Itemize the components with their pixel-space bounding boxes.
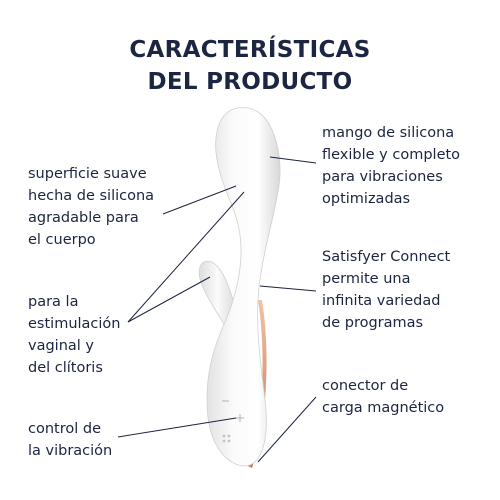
control-buttons [222,400,244,443]
feature-surface-line-4: el cuerpo [28,232,96,248]
feature-handle-line-4: optimizadas [322,191,411,207]
feature-surface-line-1: superficie suave [28,166,147,182]
feature-handle-line-2: flexible y completo [322,147,461,163]
callout-line-stimulation-1 [127,191,245,323]
callout-line-control [117,417,237,438]
feature-stimulation-line-2: estimulación [28,316,121,332]
feature-surface-line-2: hecha de silicona [28,188,155,204]
feature-charger-label: conector de carga magnético [322,375,444,419]
feature-surface-line-3: agradable para [28,210,139,226]
feature-connect-label: Satisfyer Connect permite una infinita v… [322,246,450,334]
feature-control-label: control de la vibración [28,418,112,462]
feature-charger-line-1: conector de [322,378,409,394]
callout-line-connect [259,285,317,292]
feature-surface-label: superficie suave hecha de silicona agrad… [28,163,154,251]
feature-control-line-2: la vibración [28,443,113,459]
feature-stimulation-line-4: del clítoris [28,360,103,376]
feature-charger-line-2: carga magnético [322,400,445,416]
feature-connect-line-3: infinita variedad [322,293,441,309]
callout-line-stimulation-2 [127,276,211,323]
feature-handle-line-1: mango de silicona [322,125,455,141]
feature-handle-line-3: para vibraciones [322,169,443,185]
feature-stimulation-line-3: vaginal y [28,338,94,354]
feature-control-line-1: control de [28,421,101,437]
callout-line-surface [162,185,237,215]
page-title: CARACTERÍSTICAS DEL PRODUCTO [0,34,500,98]
feature-connect-line-2: permite una [322,271,411,287]
title-line-2: DEL PRODUCTO [147,69,353,95]
plus-icon [236,414,244,422]
feature-stimulation-line-1: para la [28,294,79,310]
callout-line-handle [269,156,317,164]
feature-connect-line-1: Satisfyer Connect [322,249,451,265]
main-body [206,107,281,467]
feature-connect-line-4: de programas [322,315,424,331]
feature-stimulation-label: para la estimulación vaginal y del clíto… [28,291,120,379]
title-line-1: CARACTERÍSTICAS [129,37,371,63]
feature-handle-label: mango de silicona flexible y completo pa… [322,122,460,210]
callout-line-charger [257,396,317,463]
mode-icon [222,434,231,443]
